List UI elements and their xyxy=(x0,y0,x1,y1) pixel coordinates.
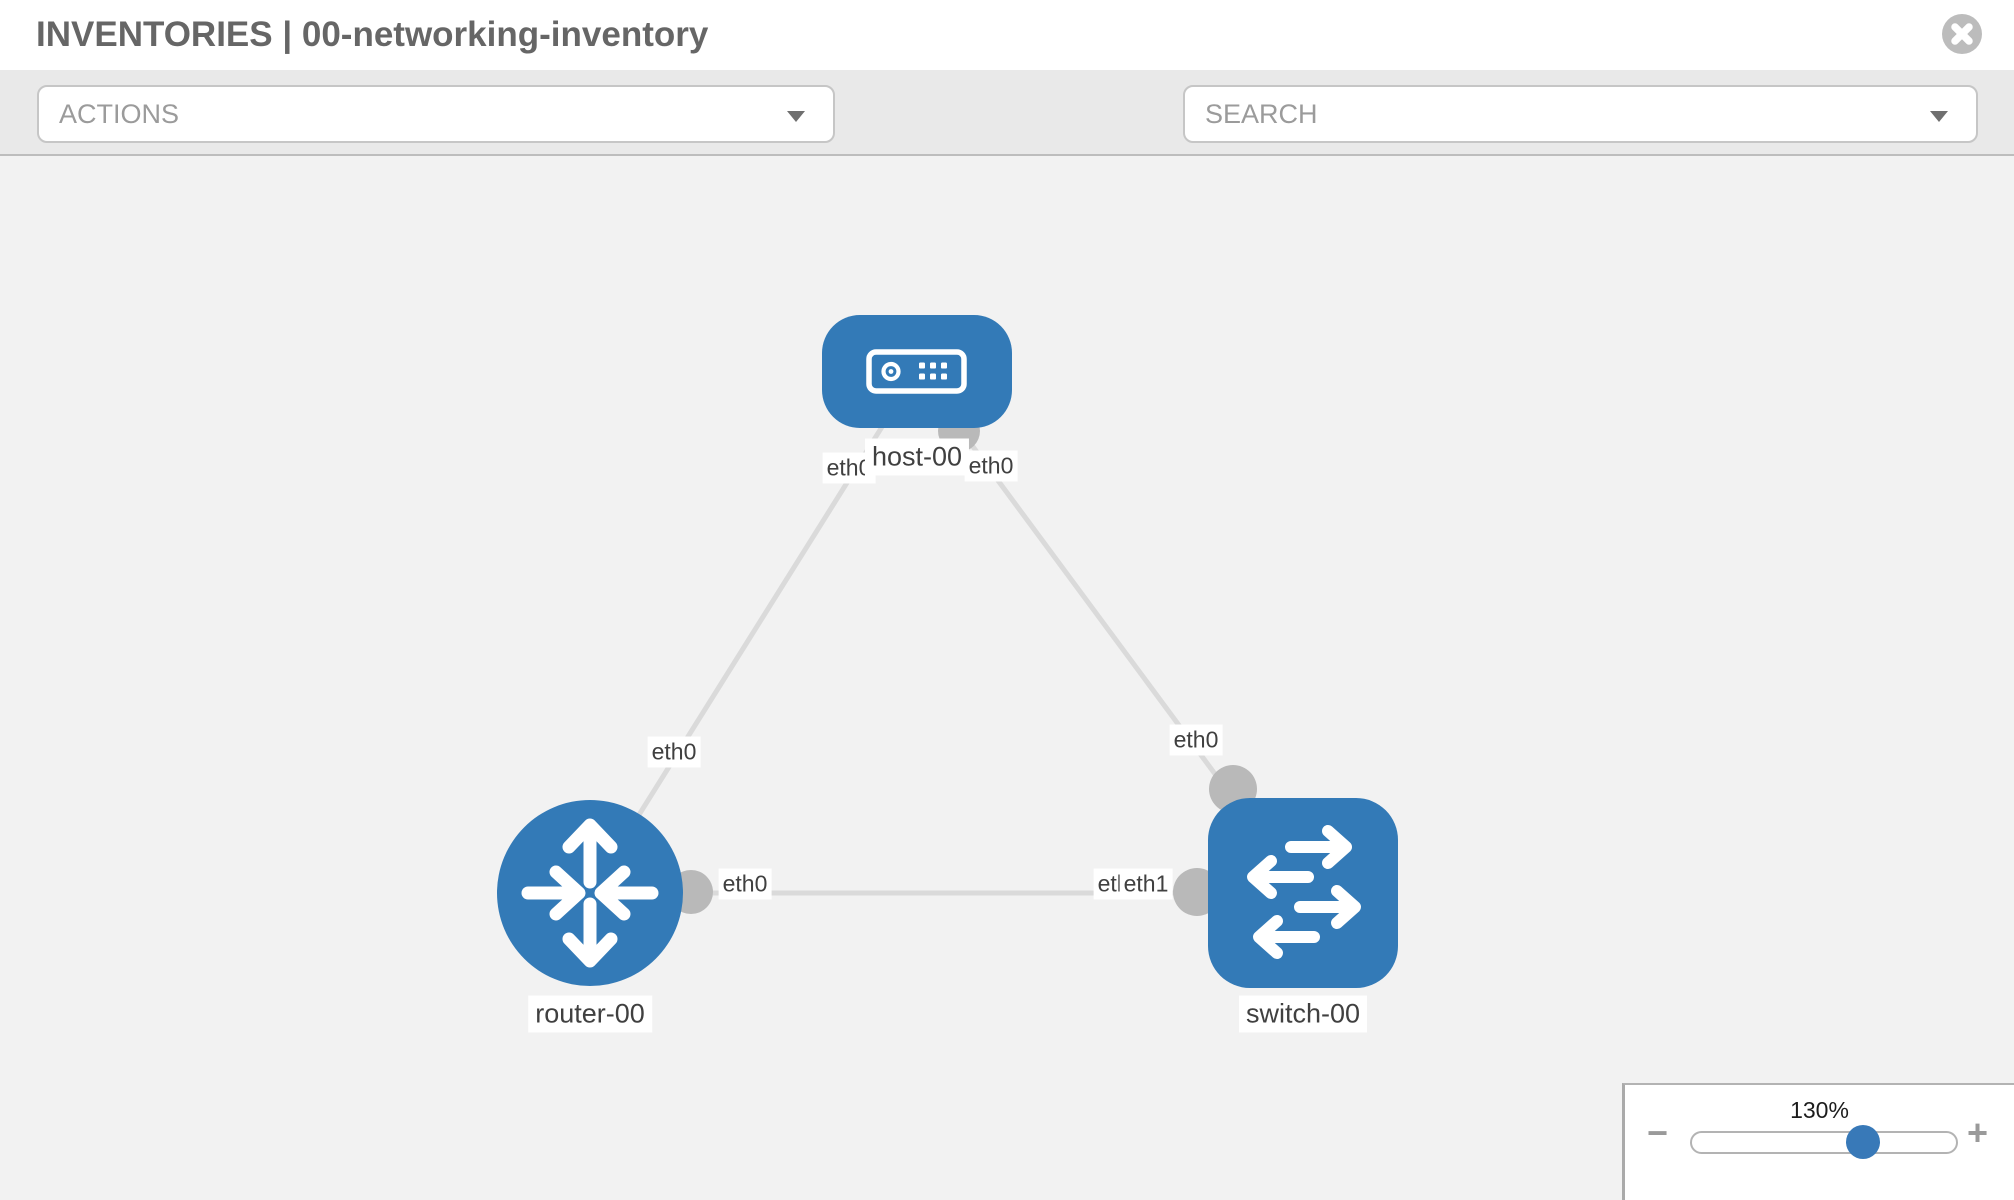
interface-label-host-eth0-to-switch: eth0 xyxy=(964,450,1018,482)
interface-label-router-eth0-to-host: eth0 xyxy=(647,736,701,768)
interface-label-switch-eth1: eth1 xyxy=(1119,868,1173,900)
node-label-router: router-00 xyxy=(528,995,652,1033)
search-dropdown[interactable]: SEARCH xyxy=(1183,85,1978,143)
node-label-host: host-00 xyxy=(864,438,970,476)
title-bar: INVENTORIES | 00-networking-inventory xyxy=(0,0,2014,70)
page-title: INVENTORIES | 00-networking-inventory xyxy=(36,15,709,54)
close-icon xyxy=(1951,23,1973,45)
node-host[interactable] xyxy=(822,315,1012,428)
interface-label-router-eth0-to-switch: eth0 xyxy=(718,868,772,900)
zoom-panel: 130% − + xyxy=(1622,1083,2014,1200)
actions-dropdown[interactable]: ACTIONS xyxy=(37,85,835,143)
router-arrows-icon xyxy=(521,818,659,968)
topology-canvas[interactable]: eth0 eth0 eth0 eth0 eth0 eth0 eth1 host-… xyxy=(0,156,2014,1200)
toolbar: ACTIONS xyxy=(0,70,2014,198)
zoom-out-button[interactable]: − xyxy=(1647,1112,1669,1153)
actions-dropdown-label: ACTIONS xyxy=(59,99,180,129)
chevron-down-icon xyxy=(1930,111,1948,122)
switch-arrows-icon xyxy=(1247,825,1361,959)
chevron-down-icon xyxy=(787,111,805,122)
topology-graph xyxy=(497,315,1398,988)
zoom-in-button[interactable]: + xyxy=(1967,1112,1989,1153)
zoom-level-value: 130% xyxy=(1790,1097,1849,1123)
host-device-icon xyxy=(866,349,967,394)
zoom-slider-track[interactable] xyxy=(1690,1125,1958,1159)
close-button[interactable] xyxy=(1942,14,1982,54)
search-dropdown-label: SEARCH xyxy=(1205,99,1318,129)
zoom-slider-handle[interactable] xyxy=(1846,1125,1880,1159)
node-label-switch: switch-00 xyxy=(1238,995,1368,1033)
interface-label-switch-eth0-to-host: eth0 xyxy=(1169,724,1223,756)
node-switch[interactable] xyxy=(1208,798,1398,988)
node-router[interactable] xyxy=(497,800,683,986)
